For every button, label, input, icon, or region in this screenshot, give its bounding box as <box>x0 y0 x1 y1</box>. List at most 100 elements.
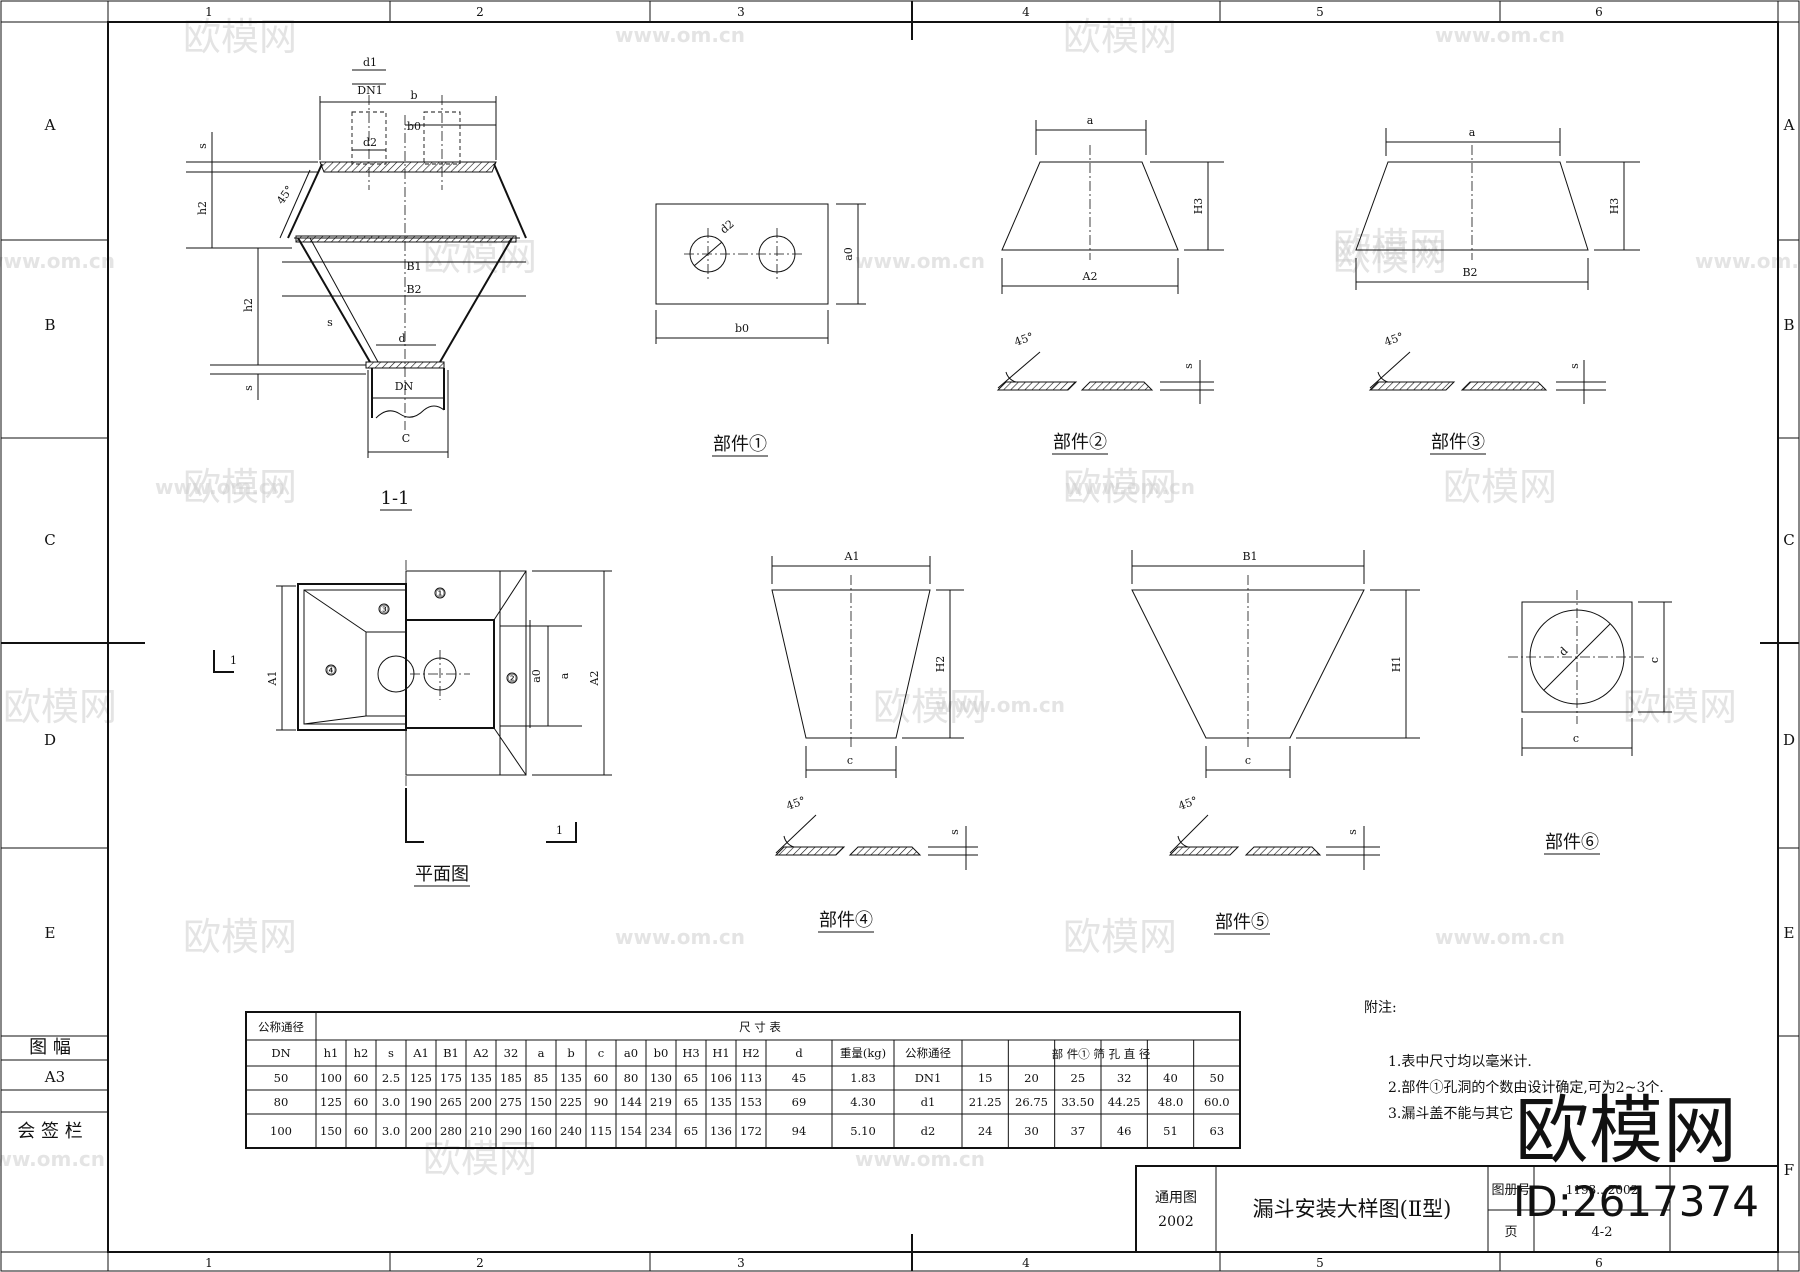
part4-view: A1 H2 c 45° s 部件④ <box>771 550 978 933</box>
title-block: 通用图 2002 漏斗安装大样图(Ⅱ型) 图册号 1193...2002 页 4… <box>1135 1165 1779 1253</box>
table-cell: 225 <box>560 1095 582 1109</box>
part4-dim-a1: A1 <box>844 550 860 563</box>
plan-dim-a2: A2 <box>588 671 601 687</box>
section-dim-s-wall: s <box>327 316 333 329</box>
section-dim-d: d <box>398 332 405 345</box>
atlas-label: 图册号 <box>1491 1183 1530 1198</box>
plan-caption: 平面图 <box>415 864 469 885</box>
part5-caption: 部件⑤ <box>1215 912 1269 933</box>
watermark-site-text: www.om.cn <box>1065 475 1195 499</box>
table-cell: 4.30 <box>850 1095 876 1109</box>
watermark-logo-text: 欧模网 <box>1515 1088 1737 1174</box>
frame-row-letter: B <box>44 316 55 334</box>
frame-column-number: 3 <box>737 1256 745 1270</box>
table-header-cell: B1 <box>443 1046 459 1060</box>
table-cell: 135 <box>710 1095 732 1109</box>
watermark-id: ID:2617374 <box>1513 1177 1759 1226</box>
sheet-size-label: 图 幅 <box>29 1037 71 1058</box>
table-cell: 106 <box>710 1071 732 1085</box>
frame-row-letter: A <box>1783 116 1795 134</box>
part3-view: a H3 B2 45° s 部件③ <box>1355 126 1640 455</box>
part2-dim-s: s <box>1182 363 1195 369</box>
page-label: 页 <box>1504 1225 1517 1240</box>
table-cell: 20 <box>1024 1071 1039 1085</box>
watermark-site-text: www.om.cn <box>935 693 1065 717</box>
part3-dim-a: a <box>1469 126 1476 139</box>
part3-dim-b2: B2 <box>1462 266 1477 279</box>
table-header-cell: a <box>538 1046 545 1060</box>
table-cell: 2.5 <box>382 1071 400 1085</box>
table-cell: 185 <box>500 1071 522 1085</box>
note-2: 2.部件①孔洞的个数由设计确定,可为2~3个. <box>1388 1080 1664 1096</box>
plan-cut-label-bottom: 1 <box>556 824 563 837</box>
section-dim-c: C <box>402 432 410 445</box>
table-cell: 26.75 <box>1015 1095 1048 1109</box>
table-header-cell: b0 <box>654 1046 669 1060</box>
table-cell: 69 <box>792 1095 807 1109</box>
section-dim-h2-upper: h2 <box>196 201 209 215</box>
table-cell: 240 <box>560 1124 582 1138</box>
table-cell: 21.25 <box>969 1095 1002 1109</box>
part3-caption: 部件③ <box>1431 432 1485 453</box>
part2-dim-a: a <box>1087 114 1094 127</box>
part2-dim-h3: H3 <box>1192 198 1205 215</box>
section-dim-b1: B1 <box>406 260 421 273</box>
part6-caption: 部件⑥ <box>1545 832 1599 853</box>
section-dim-b2: B2 <box>406 283 421 296</box>
frame-row-letter: D <box>1783 731 1795 749</box>
table-cell: 65 <box>684 1124 699 1138</box>
table-title: 尺 寸 表 <box>739 1020 781 1034</box>
watermark-logo-text: 欧模网 <box>1063 915 1177 959</box>
table-cell: 175 <box>440 1071 462 1085</box>
frame-row-letter: E <box>45 924 56 942</box>
table-header-cell: c <box>598 1046 604 1060</box>
table-cell: 135 <box>470 1071 492 1085</box>
table-cell: 80 <box>624 1071 639 1085</box>
watermark-logo-text: 欧模网 <box>1333 235 1447 279</box>
table-header-cell: h2 <box>354 1046 369 1060</box>
watermark-logo-text: 欧模网 <box>1443 465 1557 509</box>
table-cell: 280 <box>440 1124 462 1138</box>
part4-dim-angle: 45° <box>785 794 808 813</box>
table-header-cell: H1 <box>712 1046 729 1060</box>
table-cell: 160 <box>530 1124 552 1138</box>
frame-row-letter: B <box>1783 316 1794 334</box>
watermark-site-text: www.om.cn <box>615 23 745 47</box>
watermark-logo-text: 欧模网 <box>1623 685 1737 729</box>
notes-block: 附注: 1.表中尺寸均以毫米计. 2.部件①孔洞的个数由设计确定,可为2~3个.… <box>1364 1000 1664 1122</box>
table-header-cell: DN <box>271 1046 290 1060</box>
atlas-value: 1193...2002 <box>1566 1183 1639 1197</box>
plan-dim-a0: a0 <box>530 669 543 683</box>
watermark-logo-text: 欧模网 <box>183 465 297 509</box>
sheet-size-value: A3 <box>44 1068 65 1086</box>
page-value: 4-2 <box>1592 1225 1613 1240</box>
table-cell: 65 <box>684 1095 699 1109</box>
table-cell: 5.10 <box>850 1124 876 1138</box>
watermark-site-text: www.om.cn <box>1695 249 1800 273</box>
plan-balloon-2: ② <box>507 672 517 685</box>
table-header-cell: 重量(kg) <box>840 1046 886 1060</box>
note-1: 1.表中尺寸均以毫米计. <box>1388 1053 1532 1070</box>
section-dim-angle: 45° <box>274 183 296 206</box>
watermark-logo-text: 欧模网 <box>3 685 117 729</box>
section-dim-d2: d2 <box>363 136 377 149</box>
part2-dim-a2: A2 <box>1082 270 1098 283</box>
part2-caption: 部件② <box>1053 432 1107 453</box>
table-cell: 136 <box>710 1124 732 1138</box>
table-cell: 100 <box>270 1124 292 1138</box>
table-cell: 125 <box>410 1071 432 1085</box>
table-cell: 40 <box>1163 1071 1178 1085</box>
frame-column-number: 2 <box>476 5 484 19</box>
table-header-cell: a0 <box>624 1046 638 1060</box>
watermark-site-text: www.om.cn <box>615 925 745 949</box>
frame-column-number: 6 <box>1595 1256 1603 1270</box>
watermark-logo: 欧模网 ID:2617374 <box>1513 1088 1759 1226</box>
watermark-site-text: www.om.cn <box>1435 23 1565 47</box>
frame-column-number: 1 <box>205 1256 213 1270</box>
table-cell: 150 <box>530 1095 552 1109</box>
part3-dim-angle: 45° <box>1383 330 1406 349</box>
part1-view: d2 a0 b0 部件① <box>655 203 866 457</box>
table-cell: 48.0 <box>1158 1095 1184 1109</box>
table-cell: 90 <box>594 1095 609 1109</box>
section-dim-s-bottom: s <box>242 385 255 391</box>
